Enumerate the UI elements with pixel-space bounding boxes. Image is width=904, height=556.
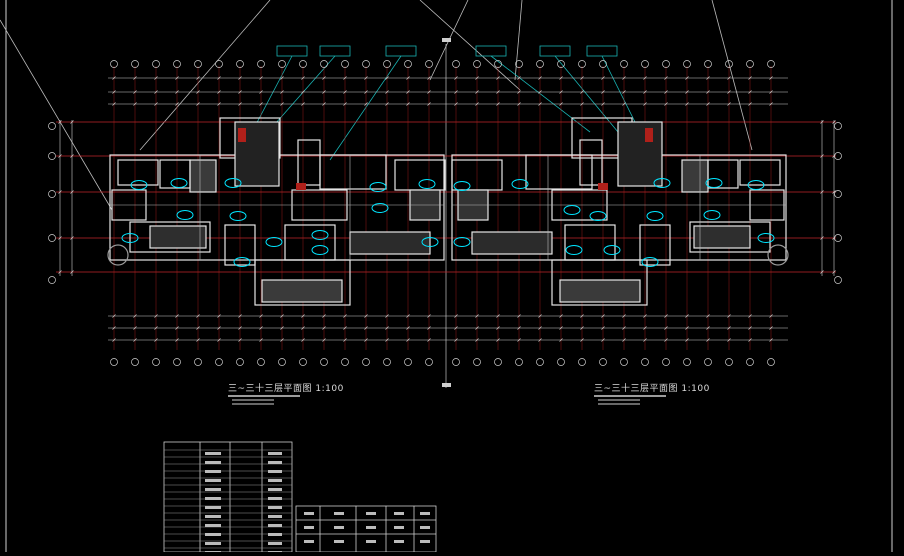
floor-plan-left[interactable] bbox=[107, 117, 446, 306]
sheet-frame bbox=[5, 0, 893, 552]
axis-grid-lines bbox=[56, 66, 836, 350]
axis-bubbles bbox=[48, 60, 842, 366]
core-elements bbox=[238, 128, 653, 190]
area-schedule-rows bbox=[164, 449, 292, 554]
sanitary-fixtures bbox=[121, 178, 775, 267]
plan-title-right: 三~三十三层平面图 1:100 bbox=[594, 382, 710, 405]
leader-lines bbox=[0, 0, 753, 211]
plan-title-right-text: 三~三十三层平面图 1:100 bbox=[594, 382, 710, 394]
floor-plan-right[interactable] bbox=[451, 117, 789, 306]
door-window-rows bbox=[304, 512, 430, 543]
dimension-lines bbox=[58, 76, 836, 342]
plan-title-left: 三~三十三层平面图 1:100 bbox=[228, 382, 344, 405]
section-markers bbox=[442, 38, 451, 387]
plan-title-left-text: 三~三十三层平面图 1:100 bbox=[228, 382, 344, 394]
